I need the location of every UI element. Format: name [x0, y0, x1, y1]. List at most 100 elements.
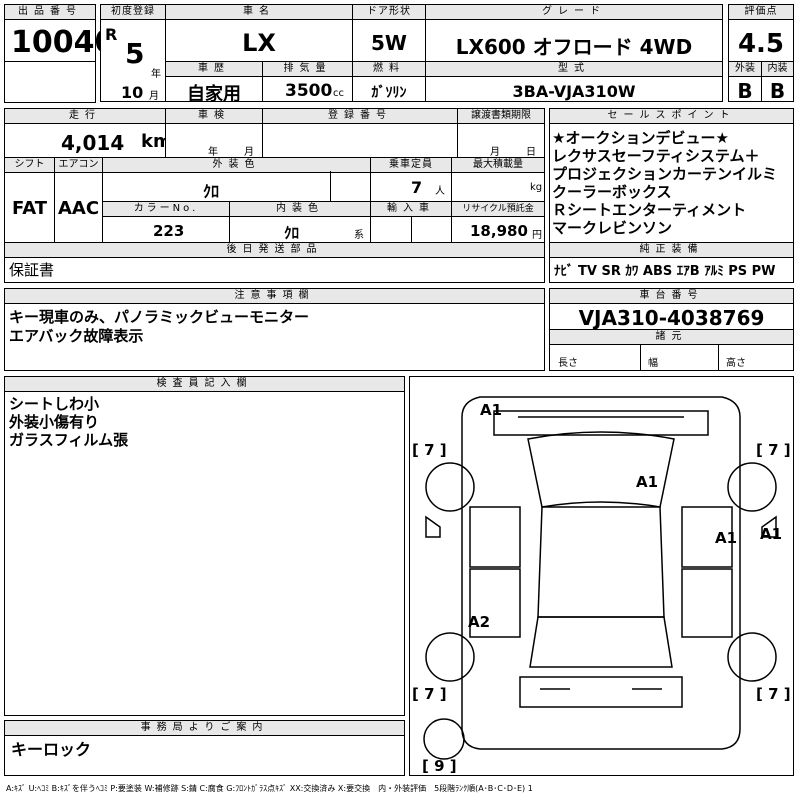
reg-year: 5 [125, 37, 145, 70]
score-box: 評価点 4.5 [728, 4, 794, 62]
ext-color-box: 外装色 ｸﾛ [102, 157, 371, 202]
ac-box: エアコン AAC [54, 157, 103, 243]
import-divider [411, 216, 412, 243]
fuel-box: 燃料 ｶﾞｿﾘﾝ [352, 61, 426, 102]
seats-box: 乗車定員 7 人 [370, 157, 452, 202]
load-label: 最大積載量 [452, 158, 544, 173]
tire-rear-left: [ 7 ] [412, 685, 447, 703]
inspection-label: 車検 [166, 109, 262, 124]
office-box: 事務局よりご案内 キーロック [4, 720, 405, 776]
ac: AAC [57, 198, 100, 219]
lot-number-blank [4, 61, 96, 103]
later-parts: 保証書 [9, 261, 55, 279]
damage-mark: A1 [480, 401, 502, 419]
displacement-unit: cc [333, 88, 344, 99]
inspection-month-unit: 月 [244, 147, 254, 158]
color-no-box: カラーNo. 223 [102, 201, 230, 243]
transfer-month-unit: 月 [490, 147, 500, 158]
displacement-label: 排気量 [263, 62, 352, 77]
reg-month: 10 [121, 83, 144, 102]
door-box: ドア形状 5W [352, 4, 426, 62]
later-parts-label: 後日発送部品 [5, 243, 544, 258]
damage-mark: A1 [760, 525, 782, 543]
equipment-box: 純正装備 ﾅﾋﾞ TV SR ｶﾜ ABS ｴｱB ｱﾙﾐ PS PW [549, 242, 794, 283]
lot-number-box: 出品番号 10040 [4, 4, 115, 62]
int-color: ｸﾛ [284, 224, 300, 242]
int-color-box: 内装色 ｸﾛ 系 [229, 201, 371, 243]
equipment-items: ﾅﾋﾞ TV SR ｶﾜ ABS ｴｱB ｱﾙﾐ PS PW [554, 264, 776, 279]
note-2: エアバック故障表示 [9, 327, 144, 345]
damage-legend: A:ｷｽﾞ U:ﾍｺﾐ B:ｷｽﾞを伴うﾍｺﾐ P:要塗装 W:補修跡 S:錆 … [6, 784, 533, 793]
model-label: 型式 [426, 62, 722, 77]
damage-mark: A2 [468, 613, 490, 631]
exterior-box: 外装 B [728, 61, 762, 103]
damage-mark: A1 [636, 473, 658, 491]
regno-box: 登録番号 [262, 108, 458, 158]
inspector-note-2: 外装小傷有り [9, 413, 100, 431]
lot-number: 10040 [11, 25, 116, 60]
office-label: 事務局よりご案内 [5, 721, 404, 736]
era: R [105, 25, 118, 44]
displacement: 3500 [285, 81, 333, 101]
recycle-label: リサイクル預託金 [452, 202, 544, 217]
shift: FAT [11, 198, 48, 219]
exterior-score: B [737, 79, 753, 103]
inspection-box: 車検 年 月 [165, 108, 263, 158]
door-type: 5W [371, 31, 407, 55]
door-label: ドア形状 [353, 5, 425, 20]
history: 自家用 [187, 84, 241, 105]
score: 4.5 [737, 29, 785, 59]
mileage-box: 走行 4,014 km [4, 108, 172, 158]
model: 3BA-VJA310W [512, 82, 636, 101]
int-color-unit: 系 [354, 230, 364, 241]
history-box: 車歴 自家用 [165, 61, 263, 105]
color-no-label: カラーNo. [103, 202, 229, 217]
chassis-label: 車台番号 [550, 289, 793, 304]
spec-width: 幅 [648, 358, 658, 369]
fuel-label: 燃料 [353, 62, 425, 77]
interior-box: 内装 B [761, 61, 794, 103]
month-unit: 月 [149, 91, 159, 102]
later-parts-box: 後日発送部品 保証書 [4, 242, 545, 283]
inspector-note-3: ガラスフィルム張 [9, 431, 129, 449]
ext-color-label: 外装色 [103, 158, 370, 173]
mileage: 4,014 [61, 131, 125, 155]
import-box: 輸入車 [370, 201, 452, 243]
car-name: LX [242, 29, 276, 57]
car-name-box: 車名 LX [165, 4, 353, 62]
ac-label: エアコン [55, 158, 102, 173]
seats-label: 乗車定員 [371, 158, 451, 173]
ext-color-divider [330, 171, 331, 202]
mileage-unit: km [141, 131, 172, 152]
sales-points-label: セールスポイント [550, 109, 793, 124]
inspector-note-1: シートしわ小 [9, 395, 100, 413]
load-unit: kg [530, 182, 543, 193]
inspector-label: 検査員記入欄 [5, 377, 404, 392]
transfer-box: 譲渡書類期限 月 日 [457, 108, 545, 158]
recycle: 18,980 [470, 222, 528, 240]
equipment-label: 純正装備 [550, 243, 793, 258]
first-reg-label: 初度登録 [101, 5, 165, 20]
car-outline: A1 A1 A1 A1 A2 [ 7 ] [ 7 ] [ 7 ] [ 7 ] [… [412, 396, 791, 775]
lot-number-label: 出品番号 [5, 5, 95, 20]
regno-label: 登録番号 [263, 109, 457, 124]
sales-point-4: クーラーボックス [552, 183, 672, 201]
fuel: ｶﾞｿﾘﾝ [371, 85, 407, 101]
year-unit: 年 [151, 69, 161, 80]
notes-box: 注意事項欄 キー現車のみ、パノラミックビューモニター エアバック故障表示 [4, 288, 545, 371]
specs-box: 諸元 長さ 幅 高さ [549, 329, 794, 371]
interior-score: B [769, 79, 786, 103]
mileage-label: 走行 [5, 109, 165, 124]
car-diagram: A1 A1 A1 A1 A2 [ 7 ] [ 7 ] [ 7 ] [ 7 ] [… [409, 376, 794, 776]
color-no: 223 [153, 222, 185, 240]
specs-divider-1 [640, 344, 641, 371]
spec-length: 長さ [558, 358, 578, 369]
car-name-label: 車名 [166, 5, 352, 20]
tire-front-left: [ 7 ] [412, 441, 447, 459]
sales-points-box: セールスポイント ★オークションデビュー★ レクサスセーフティシステム＋ プロジ… [549, 108, 794, 243]
recycle-unit: 円 [532, 230, 542, 241]
inspection-year-unit: 年 [208, 147, 218, 158]
recycle-box: リサイクル預託金 18,980 円 [451, 201, 545, 243]
sales-point-3: プロジェクションカーテンイルミ [552, 165, 778, 183]
first-reg-box: 初度登録 R 5 年 10 月 [100, 4, 166, 102]
